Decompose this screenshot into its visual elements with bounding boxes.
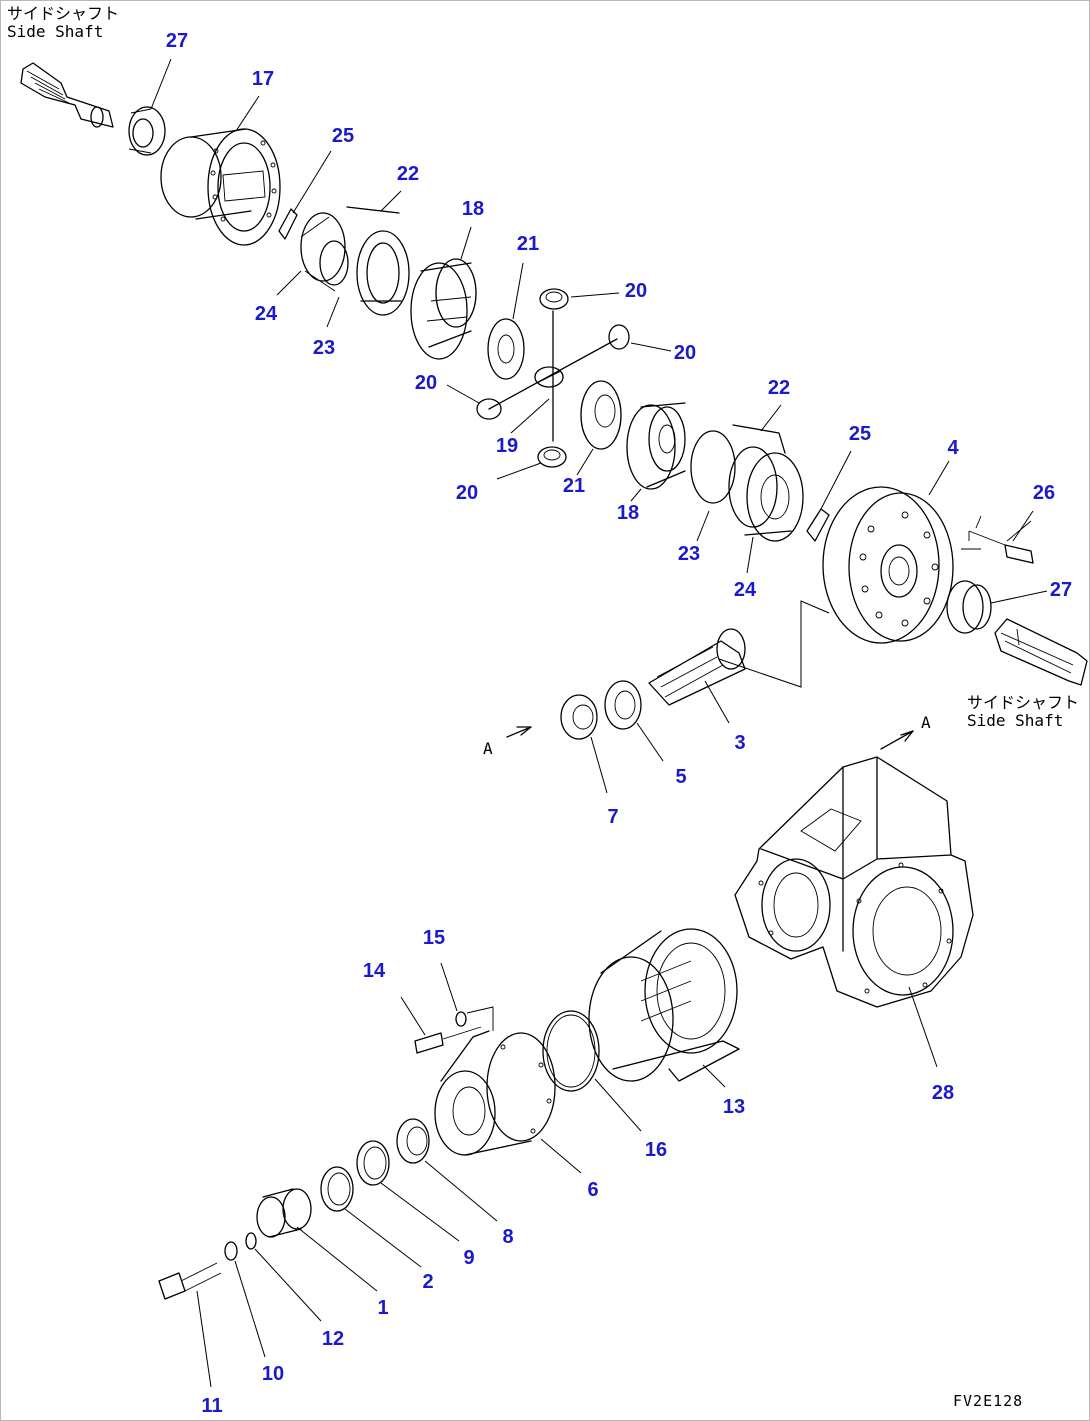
- callout-11[interactable]: 11: [201, 1395, 223, 1417]
- side-shaft-left: [20, 62, 114, 128]
- callout-20[interactable]: 20: [624, 280, 648, 302]
- part-9-spacer: [356, 1140, 390, 1186]
- callout-27[interactable]: 27: [1049, 579, 1073, 601]
- callout-16[interactable]: 16: [644, 1139, 668, 1161]
- side-shaft-label-top-jp: サイドシャフト: [7, 4, 120, 23]
- callout-25[interactable]: 25: [331, 125, 355, 147]
- part-5-bearing: [604, 680, 642, 730]
- bearing-pack-right: [690, 424, 804, 542]
- part-18-gear-lower: [626, 402, 686, 490]
- callout-18[interactable]: 18: [461, 198, 485, 220]
- callout-24[interactable]: 24: [733, 579, 757, 601]
- callout-25[interactable]: 25: [848, 423, 872, 445]
- part-28-housing: [734, 756, 974, 1008]
- callout-3[interactable]: 3: [734, 732, 746, 754]
- part-12-o-ring: [245, 1232, 257, 1250]
- part-26-bolt: [961, 515, 1034, 564]
- callout-19[interactable]: 19: [495, 435, 519, 457]
- callout-15[interactable]: 15: [422, 927, 446, 949]
- part-27-bearing-left: [128, 106, 166, 156]
- callout-21[interactable]: 21: [516, 233, 540, 255]
- callout-8[interactable]: 8: [502, 1226, 514, 1248]
- callout-10[interactable]: 10: [261, 1363, 285, 1385]
- callout-2[interactable]: 2: [422, 1271, 434, 1293]
- part-27-bearing-right: [946, 580, 992, 634]
- part-6-cage: [434, 1030, 556, 1156]
- bearing-pack-left: [300, 206, 410, 316]
- mark-a-arrow-right: [880, 730, 914, 750]
- callout-6[interactable]: 6: [587, 1179, 599, 1201]
- mark-a-arrow-left: [506, 726, 532, 738]
- callout-13[interactable]: 13: [722, 1096, 746, 1118]
- callout-20[interactable]: 20: [414, 372, 438, 394]
- part-8-seal: [396, 1118, 430, 1164]
- callout-14[interactable]: 14: [362, 960, 386, 982]
- side-shaft-label-right-en: Side Shaft: [967, 711, 1064, 731]
- part-21-washer-upper: [487, 318, 525, 380]
- callout-27[interactable]: 27: [165, 30, 189, 52]
- side-shaft-label-right: サイドシャフト Side Shaft: [967, 693, 1080, 731]
- side-shaft-label-right-jp: サイドシャフト: [967, 693, 1080, 712]
- part-25-washer-right: [806, 508, 830, 542]
- figure-code: FV2E128: [953, 1392, 1024, 1410]
- part-7-collar: [560, 694, 598, 740]
- part-11-bolt: [158, 1262, 222, 1300]
- side-shaft-right: [994, 618, 1088, 686]
- callout-24[interactable]: 24: [254, 303, 278, 325]
- reference-mark-a-right: A: [921, 713, 931, 732]
- side-shaft-label-top-en: Side Shaft: [7, 22, 104, 42]
- callout-23[interactable]: 23: [677, 543, 701, 565]
- part-19-spider: [488, 310, 618, 442]
- callout-23[interactable]: 23: [312, 337, 336, 359]
- part-18-gear-upper: [410, 258, 477, 360]
- part-20-pinions: [476, 288, 630, 468]
- callout-18[interactable]: 18: [616, 502, 640, 524]
- part-10-washer: [224, 1241, 238, 1261]
- callout-22[interactable]: 22: [767, 377, 791, 399]
- part-25-washer-left: [278, 208, 298, 240]
- part-1-coupling: [256, 1188, 312, 1238]
- part-2-seal: [320, 1166, 354, 1212]
- part-16-o-ring: [542, 1010, 600, 1092]
- side-shaft-label-top: サイドシャフト Side Shaft: [7, 4, 120, 42]
- callout-26[interactable]: 26: [1032, 482, 1056, 504]
- callout-5[interactable]: 5: [675, 766, 687, 788]
- callout-20[interactable]: 20: [455, 482, 479, 504]
- callout-9[interactable]: 9: [463, 1247, 475, 1269]
- reference-mark-a-left: A: [483, 739, 493, 758]
- part-21-washer-lower: [580, 380, 622, 450]
- part-17-case: [160, 128, 281, 246]
- callout-17[interactable]: 17: [251, 68, 275, 90]
- callout-7[interactable]: 7: [607, 806, 619, 828]
- callout-1[interactable]: 1: [377, 1297, 389, 1319]
- part-13-cover: [588, 928, 740, 1082]
- callout-4[interactable]: 4: [947, 437, 959, 459]
- part-3-pinion-shaft: [648, 628, 746, 706]
- part-15-washer: [455, 1006, 494, 1031]
- callout-20[interactable]: 20: [673, 342, 697, 364]
- callout-21[interactable]: 21: [562, 475, 586, 497]
- callout-28[interactable]: 28: [931, 1082, 955, 1104]
- part-4-ring-gear: [822, 486, 954, 644]
- callout-22[interactable]: 22: [396, 163, 420, 185]
- callout-12[interactable]: 12: [321, 1328, 345, 1350]
- part-14-bolt: [414, 1026, 482, 1054]
